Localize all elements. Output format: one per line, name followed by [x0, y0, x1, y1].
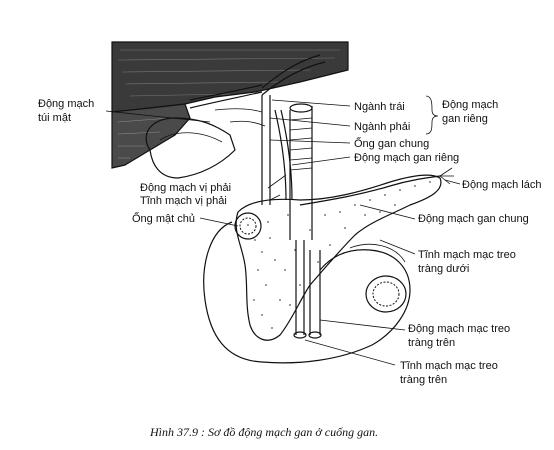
figure-caption: Hình 37.9 : Sơ đồ động mạch gan ở cuống …	[149, 425, 378, 439]
label-left-branch: Ngành trái	[354, 101, 405, 113]
label-inferior-mesenteric-vein-2: tràng dưới	[418, 263, 469, 275]
label-common-hepatic-duct: Ống gan chung	[354, 136, 429, 150]
label-common-hepatic-artery: Động mạch gan chung	[418, 213, 529, 225]
labels: Động mạch túi mật Ngành trái Ngành phải …	[38, 98, 542, 386]
bile-duct-section	[234, 212, 262, 240]
label-superior-mesenteric-artery-2: tràng trên	[408, 337, 455, 349]
duodenum-section	[365, 275, 407, 313]
label-right-gastric-artery: Động mạch vị phải	[140, 182, 231, 194]
label-right-gastric-vein: Tĩnh mạch vị phải	[140, 195, 227, 207]
label-right-branch: Ngành phải	[354, 121, 410, 133]
label-common-bile-duct: Ống mật chủ	[132, 211, 195, 225]
label-splenic-artery: Động mạch lách	[462, 179, 542, 191]
label-superior-mesenteric-vein-2: tràng trên	[400, 374, 447, 386]
liver-illustration	[111, 41, 349, 169]
label-superior-mesenteric-artery-1: Động mạch mạc treo	[408, 323, 510, 335]
brace	[425, 95, 439, 135]
mesenteric-vessels	[293, 240, 322, 339]
gallbladder-illustration	[145, 117, 236, 179]
leader-lines	[105, 99, 461, 366]
duodenum-outline	[203, 221, 411, 364]
label-cystic-artery-1: Động mạch	[38, 98, 94, 110]
label-proper-hepatic-artery: Động mạch gan riêng	[354, 152, 459, 164]
label-inferior-mesenteric-vein-1: Tĩnh mạch mạc treo	[418, 249, 516, 261]
label-superior-mesenteric-vein-1: Tĩnh mạch mạc treo	[400, 360, 498, 372]
label-cystic-artery-2: túi mật	[38, 112, 71, 124]
label-proper-hepatic-2: gan riêng	[442, 113, 488, 125]
label-proper-hepatic-1: Động mạch	[442, 99, 498, 111]
pancreas-illustration	[235, 174, 442, 341]
portal-vein	[289, 103, 313, 240]
